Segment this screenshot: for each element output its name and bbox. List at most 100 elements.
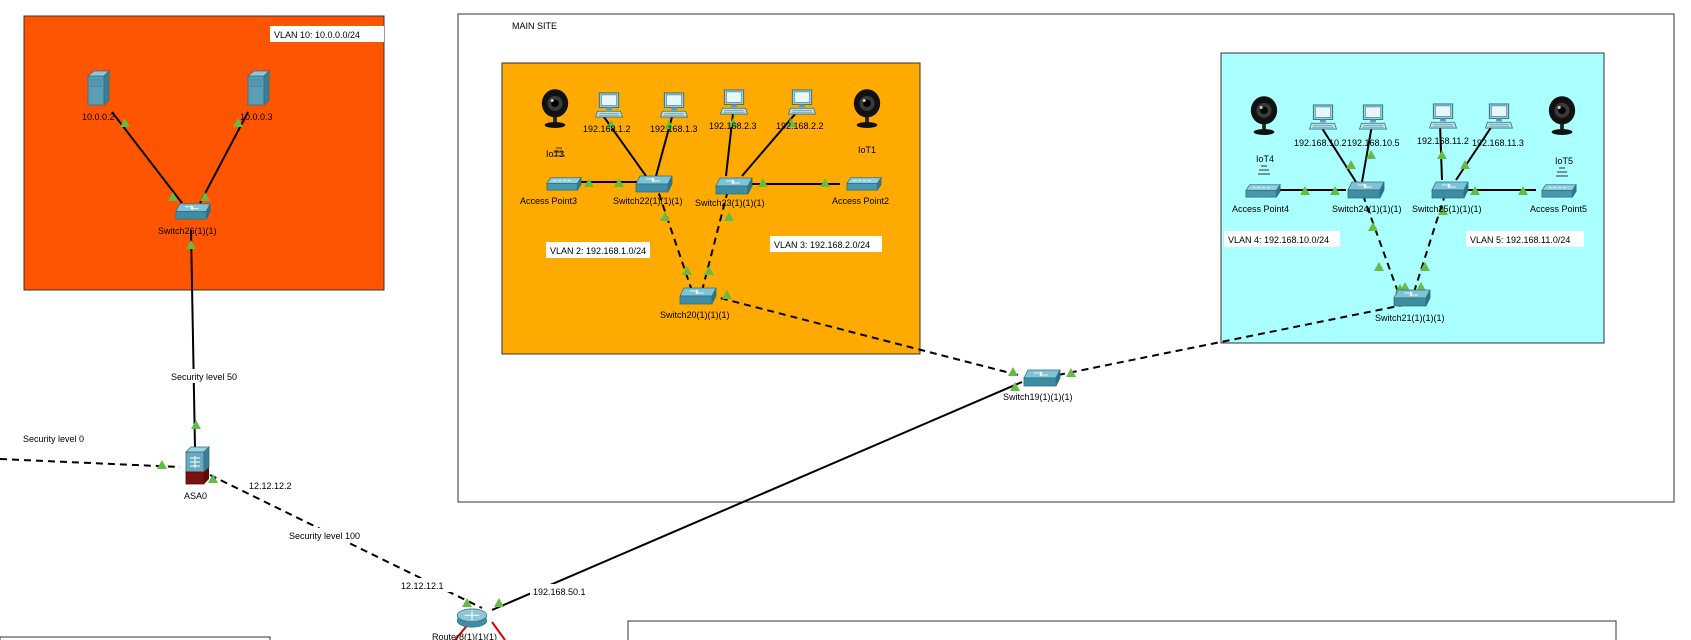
switch-icon <box>1347 181 1385 199</box>
device-pc-10-2[interactable]: 192.168.10.2 <box>1294 104 1347 148</box>
device-switch23-label: Switch23(1)(1)(1) <box>695 198 765 208</box>
server-icon <box>247 70 270 106</box>
device-router-label: Router8(1)(1)(1) <box>432 632 497 640</box>
device-switch21-label: Switch21(1)(1)(1) <box>1375 313 1445 323</box>
device-asa0-label: ASA0 <box>184 491 207 501</box>
link-switch21-switch24[interactable] <box>1363 197 1399 293</box>
access-point-icon <box>1541 184 1577 198</box>
device-iot5[interactable]: IoT5 <box>1548 96 1576 177</box>
label-ip-192-168-50-1: 192.168.50.1 <box>533 587 586 597</box>
device-pc-10-2-label: 192.168.10.2 <box>1294 138 1347 148</box>
device-pc-10-5-label: 192.168.10.5 <box>1347 138 1400 148</box>
device-pc-1-2-label: 192.168.1.2 <box>583 124 631 134</box>
device-router[interactable]: Router8(1)(1)(1) <box>432 608 497 640</box>
link-switch19-switch21[interactable] <box>1057 301 1419 376</box>
switch-icon <box>635 175 673 193</box>
switch-icon <box>1393 289 1431 307</box>
label-security-level-50: Security level 50 <box>171 372 237 382</box>
device-iot4[interactable]: IoT4 <box>1250 96 1278 175</box>
link-router-switch19[interactable] <box>491 381 1023 611</box>
switch-icon <box>679 287 717 305</box>
zone-vlan5-label: VLAN 5: 192.168.11.0/24 <box>1470 235 1570 245</box>
device-iot3-label: IoT3 <box>546 149 564 159</box>
zone-main-site-box <box>457 13 1675 503</box>
device-switch23[interactable]: Switch23(1)(1)(1) <box>695 177 765 208</box>
device-pc-11-3[interactable]: 192.168.11.3 <box>1472 103 1524 148</box>
device-pc-11-2[interactable]: 192.168.11.2 <box>1417 103 1469 146</box>
device-switch24[interactable]: Switch24(1)(1)(1) <box>1332 181 1402 214</box>
device-switch26[interactable]: Switch26(1)(1) <box>158 203 217 236</box>
link-pc102-switch24[interactable] <box>1319 124 1357 183</box>
device-pc-11-3-label: 192.168.11.3 <box>1472 138 1524 148</box>
access-point-icon <box>1245 184 1281 198</box>
device-switch19[interactable]: Switch19(1)(1)(1) <box>1003 369 1073 402</box>
device-iot3[interactable]: IoT3 <box>541 89 569 159</box>
link-labels: Security level 50 Security level 0 12.12… <box>23 369 590 598</box>
zone-vlan3-label: VLAN 3: 192.168.2.0/24 <box>774 240 870 250</box>
device-ap2[interactable]: Access Point2 <box>832 177 889 206</box>
device-pc-10-5[interactable]: 192.168.10.5 <box>1347 104 1400 148</box>
pc-icon <box>1359 104 1387 130</box>
link-asa0-outside[interactable] <box>0 458 181 468</box>
device-switch20-label: Switch20(1)(1)(1) <box>660 310 730 320</box>
zone-vlan10-box <box>23 15 385 291</box>
device-switch22-label: Switch22(1)(1)(1) <box>613 196 683 206</box>
device-server-b[interactable]: 10.0.0.3 <box>240 70 273 122</box>
device-iot4-label: IoT4 <box>1256 154 1274 164</box>
device-switch22[interactable]: Switch22(1)(1)(1) <box>613 175 683 206</box>
device-switch19-label: Switch19(1)(1)(1) <box>1003 392 1073 402</box>
link-switch19-switch20[interactable] <box>719 297 1019 376</box>
device-ap4[interactable]: Access Point4 <box>1232 184 1289 214</box>
device-switch25[interactable]: Switch25(1)(1)(1) <box>1412 181 1482 214</box>
router-icon <box>456 608 488 628</box>
switch-icon <box>1023 369 1061 387</box>
device-switch21[interactable]: Switch21(1)(1)(1) <box>1375 289 1445 323</box>
access-point-icon <box>546 177 582 191</box>
zone-vlan2-label: VLAN 2: 192.168.1.0/24 <box>550 246 646 256</box>
device-ap3[interactable]: Access Point3 <box>520 177 582 206</box>
switch-icon <box>715 177 753 195</box>
device-ap2-label: Access Point2 <box>832 196 889 206</box>
zone-main-site-label: MAIN SITE <box>512 21 557 31</box>
label-ip-12-12-12-2: 12.12.12.2 <box>249 481 292 491</box>
link-switch26-asa0[interactable] <box>190 229 196 449</box>
pc-icon <box>1485 103 1513 129</box>
device-switch24-label: Switch24(1)(1)(1) <box>1332 204 1402 214</box>
zone-vlan2-3: VLAN 2: 192.168.1.0/24 VLAN 3: 192.168.2… <box>501 62 921 355</box>
device-ap5-label: Access Point5 <box>1530 204 1587 214</box>
link-switch21-switch25[interactable] <box>1413 197 1445 293</box>
pc-icon <box>720 89 748 115</box>
link-router-red-right[interactable] <box>491 621 506 640</box>
link-pc112-switch25[interactable] <box>1439 122 1443 181</box>
device-pc-1-3[interactable]: 192.168.1.3 <box>650 92 698 134</box>
label-security-level-100: Security level 100 <box>289 531 360 541</box>
pc-icon <box>595 92 623 118</box>
link-server-b-switch26[interactable] <box>199 111 249 204</box>
device-ap3-label: Access Point3 <box>520 196 577 206</box>
device-server-a[interactable]: 10.0.0.2 <box>82 70 115 122</box>
zone-vlan2-box <box>501 62 921 355</box>
firewall-icon <box>185 446 210 485</box>
partial-zone-bottom-left <box>0 636 271 640</box>
link-pc22-switch23[interactable] <box>741 112 797 177</box>
switch-icon <box>1431 181 1469 199</box>
device-asa0[interactable]: ASA0 <box>184 446 210 501</box>
pc-icon <box>1429 103 1457 129</box>
device-server-a-label: 10.0.0.2 <box>82 112 115 122</box>
device-iot5-label: IoT5 <box>1555 156 1573 166</box>
device-pc-1-2[interactable]: 192.168.1.2 <box>583 92 631 134</box>
link-server-a-switch26[interactable] <box>111 111 183 204</box>
label-ip-12-12-12-1: 12.12.12.1 <box>401 581 444 591</box>
device-pc-2-2[interactable]: 192.168.2.2 <box>776 89 824 131</box>
device-pc-2-3[interactable]: 192.168.2.3 <box>709 89 757 131</box>
pc-icon <box>788 89 816 115</box>
device-ap5[interactable]: Access Point5 <box>1530 184 1587 214</box>
device-iot1[interactable]: IoT1 <box>853 89 881 155</box>
device-server-b-label: 10.0.0.3 <box>240 112 273 122</box>
label-security-level-0: Security level 0 <box>23 434 84 444</box>
device-switch20[interactable]: Switch20(1)(1)(1) <box>660 287 730 320</box>
device-pc-11-2-label: 192.168.11.2 <box>1417 136 1469 146</box>
link-pc105-switch24[interactable] <box>1361 124 1373 183</box>
link-pc113-switch25[interactable] <box>1455 122 1495 181</box>
